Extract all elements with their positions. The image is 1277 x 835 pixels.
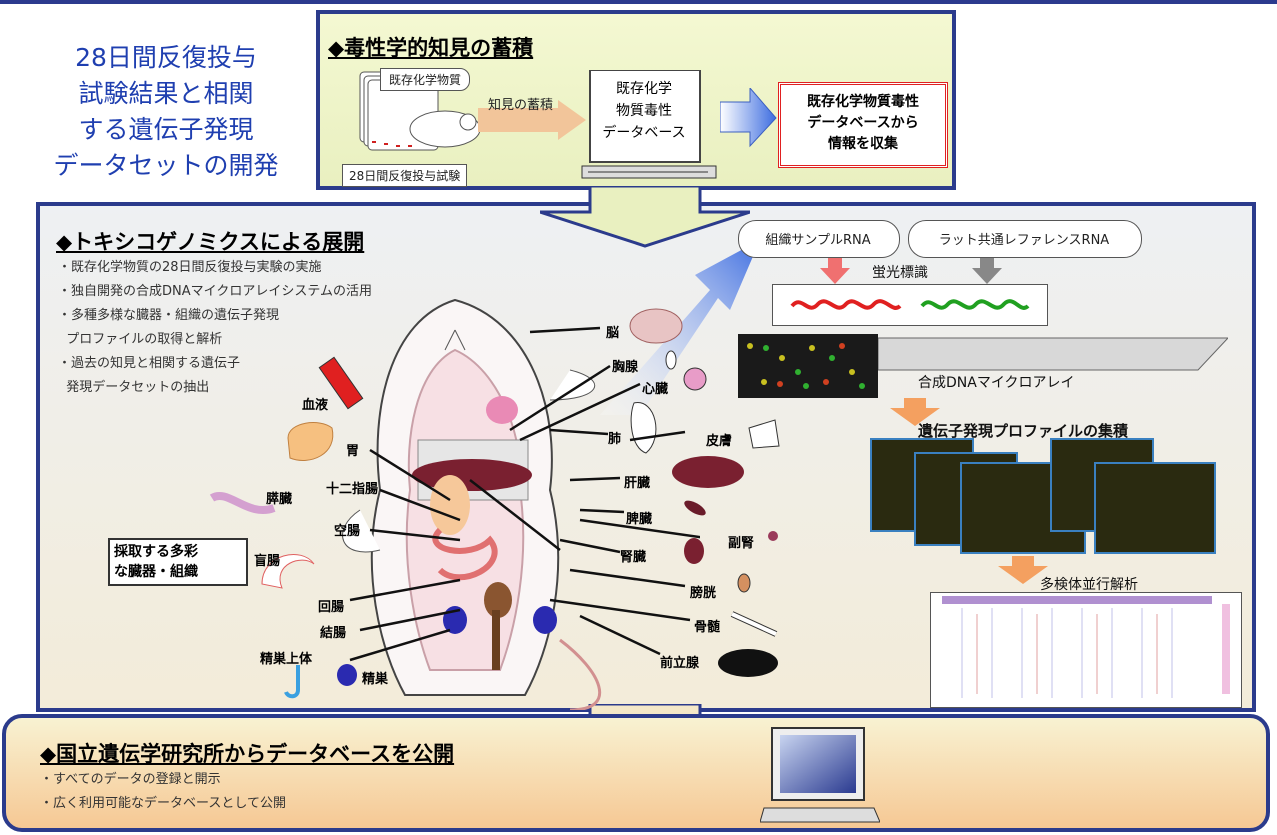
microarray-spots	[747, 343, 865, 389]
spleen-icon	[684, 500, 706, 516]
label-liver: 肝臓	[624, 476, 651, 491]
bullet-6: 発現データセットの抽出	[58, 380, 210, 395]
page-title: 28日間反復投与 試験結果と相関 する遺伝子発現 データセットの開発	[40, 40, 292, 184]
monitor-line-2: 物質毒性	[616, 103, 672, 119]
sample-organs-box	[108, 538, 248, 586]
knowledge-arrow	[478, 100, 586, 140]
labeled-dna-strands	[790, 299, 1030, 310]
red-box-line-1: 既存化学物質毒性	[807, 94, 919, 110]
arrow-label-knowledge: 知見の蓄積	[488, 98, 554, 113]
stomach-icon	[287, 422, 334, 461]
panel1-heading: ◆毒性学的知見の蓄積	[328, 36, 534, 60]
bullet-1: ・既存化学物質の28日間反復投与実験の実施	[58, 260, 322, 275]
label-duodenum: 十二指腸	[326, 482, 379, 497]
red-down-arrow	[820, 258, 850, 284]
gray-down-arrow	[972, 258, 1002, 284]
tissue-rna-bubble	[738, 220, 900, 258]
down-arrow-top	[540, 186, 750, 248]
microarray-label: 合成DNAマイクロアレイ	[918, 375, 1075, 391]
liver-icon	[672, 456, 744, 488]
panel2-heading: ◆トキシコゲノミクスによる展開	[56, 230, 365, 254]
bone-icon	[730, 611, 778, 637]
collect-info-text: 既存化学物質毒性 データベースから 情報を収集	[782, 92, 944, 155]
bullet-4: プロファイルの取得と解析	[58, 332, 223, 347]
label-skin: 皮膚	[706, 434, 733, 449]
monitor-text: 既存化学 物質毒性 データベース	[592, 78, 696, 144]
orange-arrow-1	[890, 398, 940, 426]
label-pancreas: 膵臓	[266, 492, 293, 507]
panel3-bullets: ・すべてのデータの登録と開示 ・広く利用可能なデータベースとして公開	[40, 768, 286, 816]
lung-icon	[630, 402, 657, 454]
tissue-rna-label: 組織サンプルRNA	[765, 233, 871, 248]
title-line-3: する遺伝子発現	[78, 115, 254, 144]
label-prostate: 前立腺	[660, 656, 700, 671]
red-box-line-3: 情報を収集	[828, 136, 898, 152]
monitor-line-3: データベース	[602, 125, 686, 141]
top-rule	[0, 0, 1277, 4]
label-heart: 心臓	[642, 382, 669, 397]
heatmap-pattern	[942, 596, 1230, 698]
database-release-panel	[2, 714, 1270, 832]
label-ileum: 回腸	[318, 600, 345, 615]
cecum-icon	[261, 554, 315, 589]
title-line-2: 試験結果と相関	[78, 79, 254, 108]
label-bladder: 膀胱	[690, 586, 717, 601]
title-line-4: データセットの開発	[53, 151, 279, 180]
prostate-icon	[718, 649, 778, 677]
collect-info-box	[778, 82, 948, 168]
testis-icon	[337, 664, 357, 686]
sample-organs-label: 採取する多彩な臓器・組織	[114, 544, 198, 580]
organ-connector-lines	[349, 326, 700, 662]
label-thymus: 胸腺	[612, 360, 639, 375]
tag-existing-chemicals: 既存化学物質	[380, 68, 471, 91]
profile-sheet	[1094, 462, 1216, 554]
blue-arrow-icon	[720, 88, 777, 148]
title-line-1: 28日間反復投与	[75, 43, 257, 72]
computer-monitor-icon	[581, 70, 717, 179]
label-stomach: 胃	[346, 444, 360, 459]
skin-icon	[748, 419, 780, 449]
thymus-icon	[665, 350, 677, 370]
microarray-slide	[878, 337, 1228, 371]
label-brain: 脳	[606, 326, 620, 341]
bullet-public-database: ・広く利用可能なデータベースとして公開	[40, 796, 286, 811]
brain-icon	[629, 308, 683, 344]
bullet-3: ・多種多様な臓器・組織の遺伝子発現	[58, 308, 280, 323]
label-testis: 精巣	[362, 672, 389, 687]
bullet-2: ・独自開発の合成DNAマイクロアレイシステムの活用	[58, 284, 372, 299]
label-cecum: 盲腸	[254, 554, 281, 569]
kidney-icon	[684, 538, 704, 564]
parallel-analysis-heatmap	[930, 592, 1242, 708]
parallel-analysis-label: 多検体並行解析	[1040, 577, 1138, 593]
label-lung: 肺	[608, 432, 622, 447]
bullet-registration: ・すべてのデータの登録と開示	[40, 772, 221, 787]
label-epididymis: 精巣上体	[260, 652, 313, 667]
reference-rna-label: ラット共通レファレンスRNA	[938, 233, 1110, 248]
label-spleen: 脾臓	[626, 512, 653, 527]
syringe-icon	[318, 356, 364, 410]
tag-28day-test: 28日間反復投与試験	[342, 164, 468, 187]
bullet-5: ・過去の知見と相関する遺伝子	[58, 356, 241, 371]
label-blood: 血液	[302, 398, 329, 413]
adrenal-icon	[768, 531, 778, 541]
pancreas-icon	[209, 492, 276, 514]
red-box-line-2: データベースから	[807, 115, 919, 131]
orange-arrow-2	[998, 556, 1048, 584]
rat-anatomy-illustration	[342, 298, 601, 710]
laptop-icon	[760, 727, 880, 823]
panel2-bullets: ・既存化学物質の28日間反復投与実験の実施 ・独自開発の合成DNAマイクロアレイ…	[58, 256, 372, 400]
label-colon: 結腸	[320, 626, 347, 641]
monitor-line-1: 既存化学	[616, 81, 672, 97]
fluorescent-label: 蛍光標識	[872, 265, 928, 281]
label-adrenal: 副腎	[728, 536, 755, 551]
label-marrow: 骨髄	[694, 620, 721, 635]
label-jejunum: 空腸	[334, 524, 361, 539]
epididymis-icon	[284, 665, 300, 699]
label-kidney: 腎臓	[620, 550, 647, 565]
bladder-icon	[737, 573, 751, 593]
profile-label: 遺伝子発現プロファイルの集積	[918, 422, 1129, 440]
panel3-heading: ◆国立遺伝学研究所からデータベースを公開	[40, 742, 455, 766]
heart-icon	[683, 367, 707, 391]
reference-rna-bubble	[908, 220, 1142, 258]
